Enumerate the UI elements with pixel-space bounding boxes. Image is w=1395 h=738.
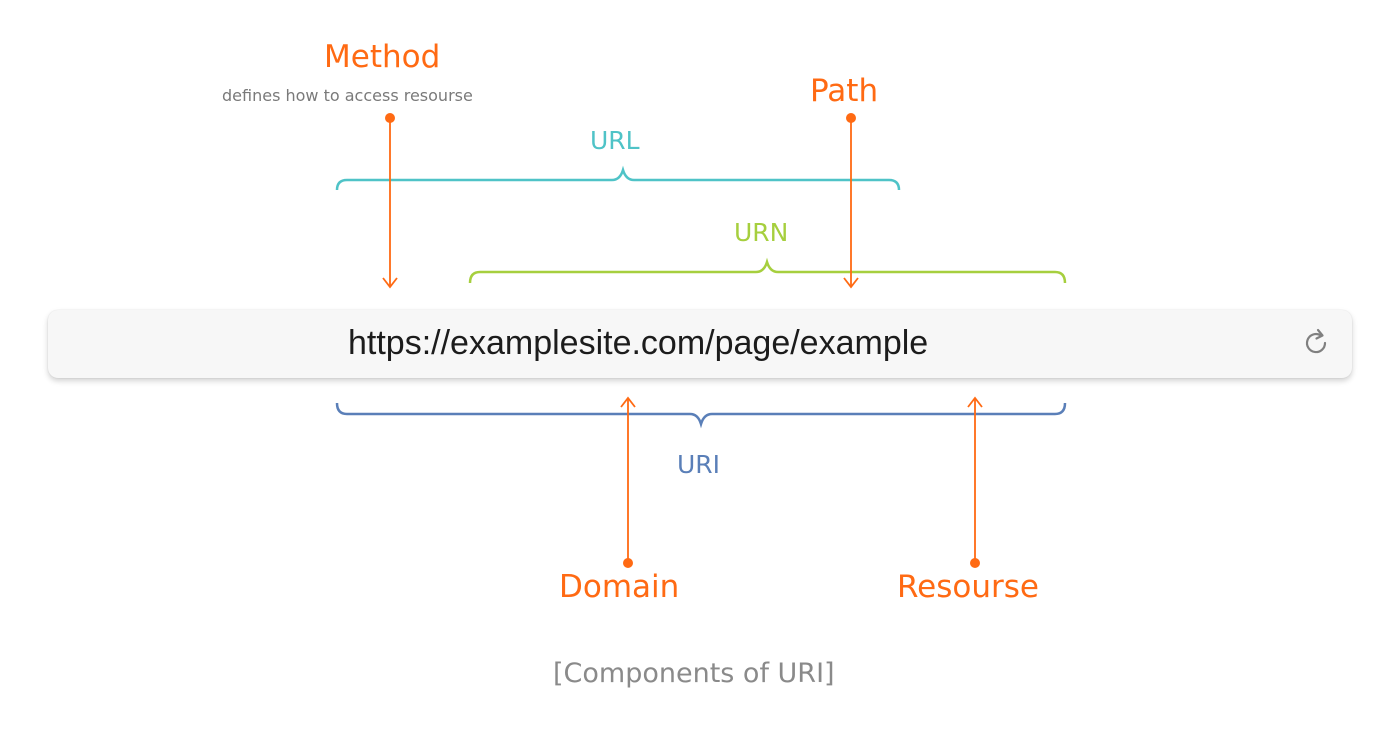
address-bar[interactable]: https://examplesite.com/page/example xyxy=(48,310,1352,378)
caption: [Components of URI] xyxy=(553,658,835,689)
path-label: Path xyxy=(810,73,879,109)
uri-label: URI xyxy=(677,450,721,479)
url-text[interactable]: https://examplesite.com/page/example xyxy=(348,324,929,362)
resource-arrow xyxy=(967,396,983,563)
method-dot xyxy=(385,113,395,123)
method-description: defines how to access resourse xyxy=(222,86,473,105)
uri-brace xyxy=(335,402,1067,429)
resource-dot xyxy=(970,558,980,568)
url-brace xyxy=(335,165,901,191)
resource-label: Resourse xyxy=(897,569,1039,605)
url-label: URL xyxy=(590,126,640,155)
domain-dot xyxy=(623,558,633,568)
path-arrow xyxy=(843,118,859,289)
method-arrow xyxy=(382,118,398,289)
method-label: Method xyxy=(324,39,441,75)
reload-icon[interactable] xyxy=(1298,325,1334,361)
domain-label: Domain xyxy=(559,569,680,605)
urn-label: URN xyxy=(734,218,789,247)
domain-arrow xyxy=(620,396,636,563)
path-dot xyxy=(846,113,856,123)
urn-brace xyxy=(468,257,1067,284)
